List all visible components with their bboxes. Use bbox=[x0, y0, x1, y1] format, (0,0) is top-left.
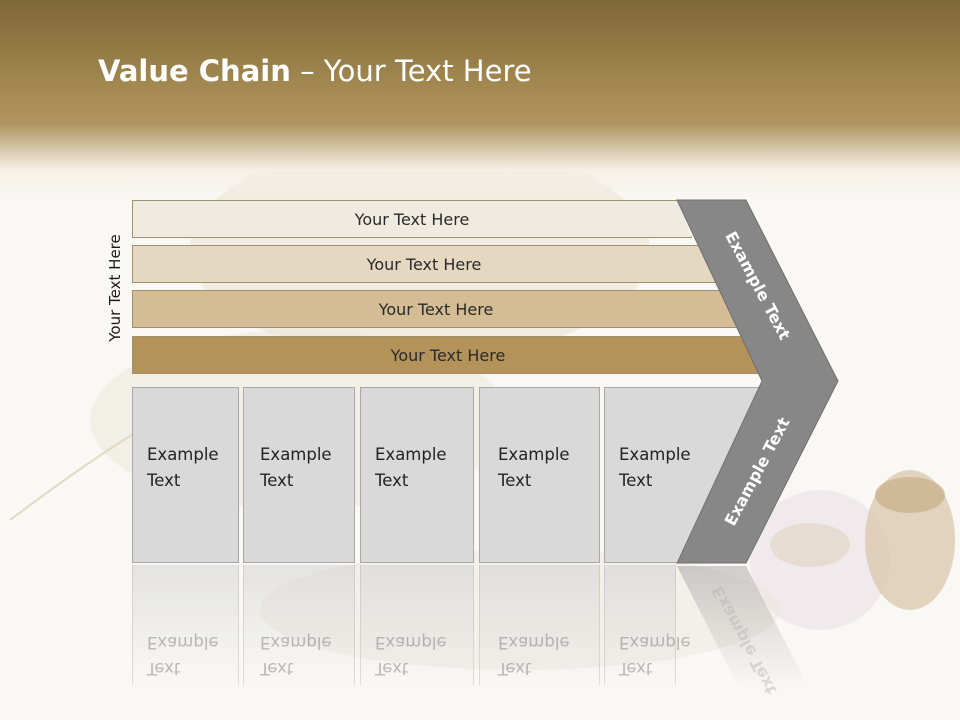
activity-box-1-line1: Example bbox=[147, 445, 219, 464]
activity-box-2-line1: Example bbox=[260, 445, 332, 464]
activity-box-3-line2: Text bbox=[375, 471, 409, 490]
title-bold: Value Chain bbox=[98, 54, 291, 88]
support-bar-3-label: Your Text Here bbox=[378, 299, 494, 319]
page-title: Value Chain – Your Text Here bbox=[98, 54, 532, 88]
support-bar-2: Your Text Here bbox=[132, 245, 716, 283]
activity-box-4-line1: Example bbox=[498, 445, 570, 464]
activity-box-2-line2: Text bbox=[260, 471, 294, 490]
support-bar-4: Your Text Here bbox=[132, 336, 764, 374]
activity-box-3-line1: Example bbox=[375, 445, 447, 464]
support-bar-4-label: Your Text Here bbox=[390, 345, 506, 365]
chevron-reflection bbox=[677, 566, 810, 690]
support-bar-2-label: Your Text Here bbox=[366, 254, 482, 274]
activity-box-1-line2: Text bbox=[147, 471, 181, 490]
activity-box-5-line1: Example bbox=[619, 445, 691, 464]
activity-box-4-line2: Text bbox=[498, 471, 532, 490]
support-bar-1-label: Your Text Here bbox=[354, 209, 470, 229]
header-band bbox=[0, 0, 960, 200]
activity-box-5-line2: Text bbox=[619, 471, 653, 490]
support-bar-1: Your Text Here bbox=[132, 200, 692, 238]
chevron-shape bbox=[676, 199, 839, 564]
support-bar-3: Your Text Here bbox=[132, 290, 740, 328]
title-rest: – Your Text Here bbox=[290, 54, 532, 88]
